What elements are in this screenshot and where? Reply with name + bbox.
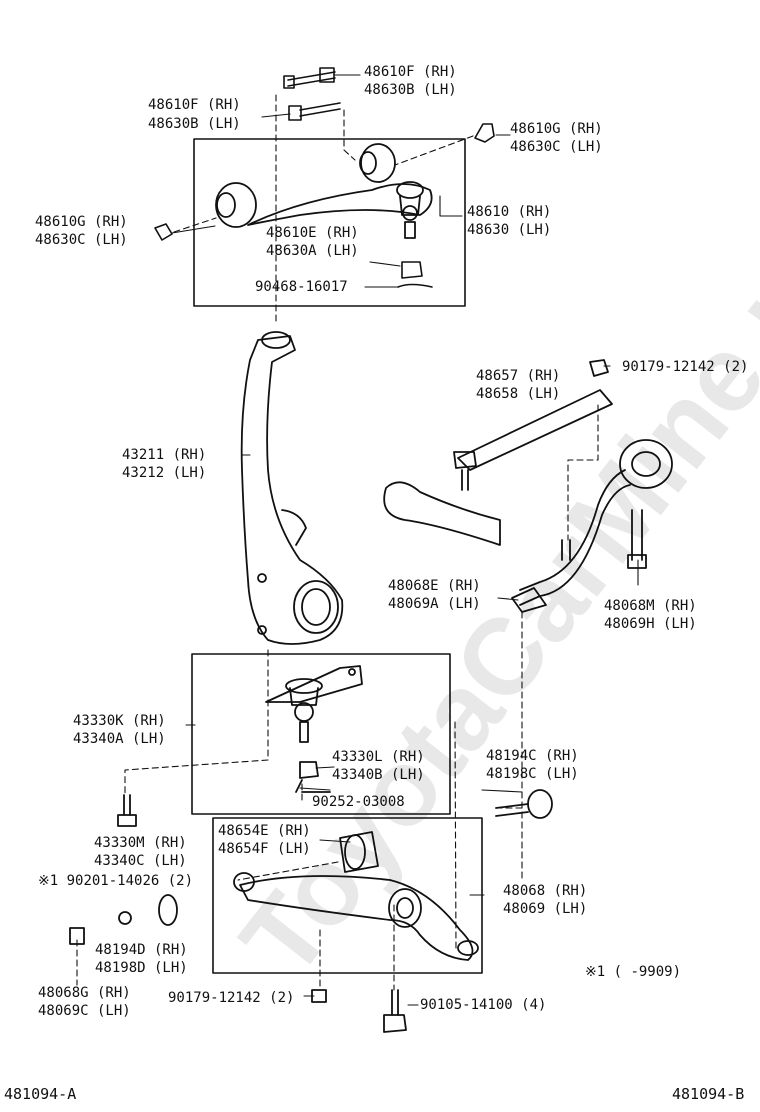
label-43340c-lh: 43340C (LH) — [94, 853, 187, 869]
label-48610f-rh: 48610F (RH) — [148, 97, 241, 113]
label-90468-16017: 90468-16017 — [255, 279, 348, 295]
label-43211-rh: 43211 (RH) — [122, 447, 207, 463]
upper-bolts — [154, 67, 495, 288]
label-48610f-top-rh: 48610F (RH) — [364, 64, 457, 80]
label-43212-lh: 43212 (LH) — [122, 465, 207, 481]
label-48194c-rh: 48194C (RH) — [486, 748, 579, 764]
label-48068g-rh: 48068G (RH) — [38, 985, 131, 1001]
label-48610g-left-rh: 48610G (RH) — [35, 214, 128, 230]
label-48654e-rh: 48654E (RH) — [218, 823, 311, 839]
label-90105-14100: 90105-14100 (4) — [420, 997, 547, 1013]
label-43330l-rh: 43330L (RH) — [332, 749, 425, 765]
label-90201-14026: ※1 90201-14026 (2) — [38, 873, 194, 889]
label-48658-lh: 48658 (LH) — [476, 386, 561, 402]
ball-joint-group-box — [191, 653, 451, 815]
label-48630b-top-lh: 48630B (LH) — [364, 82, 457, 98]
label-48069a-lh: 48069A (LH) — [388, 596, 481, 612]
label-48194d-rh: 48194D (RH) — [95, 942, 188, 958]
strut-bar — [383, 359, 673, 613]
label-48198c-lh: 48198C (LH) — [486, 766, 579, 782]
upper-arm-group-box — [193, 138, 466, 307]
lower-ball-joint — [265, 665, 363, 793]
label-43340a-lh: 43340A (LH) — [73, 731, 166, 747]
label-90179-12142-upper: 90179-12142 (2) — [622, 359, 749, 375]
lower-control-arm — [69, 789, 553, 1033]
label-footnote-9909: ※1 ( -9909) — [585, 964, 682, 980]
label-90252-03008: 90252-03008 — [312, 794, 405, 810]
label-48069c-lh: 48069C (LH) — [38, 1003, 131, 1019]
label-48068m-rh: 48068M (RH) — [604, 598, 697, 614]
label-43330m-rh: 43330M (RH) — [94, 835, 187, 851]
label-48068e-rh: 48068E (RH) — [388, 578, 481, 594]
label-43340b-lh: 43340B (LH) — [332, 767, 425, 783]
label-48069-lh: 48069 (LH) — [503, 901, 588, 917]
label-48630c-right-lh: 48630C (LH) — [510, 139, 603, 155]
upper-control-arm — [215, 143, 433, 239]
steering-knuckle — [240, 331, 344, 645]
label-48654f-lh: 48654F (LH) — [218, 841, 311, 857]
label-48610g-right-rh: 48610G (RH) — [510, 121, 603, 137]
dashed-guides — [76, 94, 599, 991]
label-48068-rh: 48068 (RH) — [503, 883, 588, 899]
label-48610e-rh: 48610E (RH) — [266, 225, 359, 241]
label-48610-rh: 48610 (RH) — [467, 204, 552, 220]
label-43330k-rh: 43330K (RH) — [73, 713, 166, 729]
label-48630-lh: 48630 (LH) — [467, 222, 552, 238]
label-48630b-lh: 48630B (LH) — [148, 116, 241, 132]
diagram-id-left: 481094-A — [4, 1085, 77, 1103]
label-90179-12142-lower: 90179-12142 (2) — [168, 990, 295, 1006]
label-48198d-lh: 48198D (LH) — [95, 960, 188, 976]
label-48630a-lh: 48630A (LH) — [266, 243, 359, 259]
label-48657-rh: 48657 (RH) — [476, 368, 561, 384]
label-48069h-lh: 48069H (LH) — [604, 616, 697, 632]
diagram-id-right: 481094-B — [672, 1085, 745, 1103]
leader-lines — [171, 74, 639, 1006]
label-48630c-left-lh: 48630C (LH) — [35, 232, 128, 248]
